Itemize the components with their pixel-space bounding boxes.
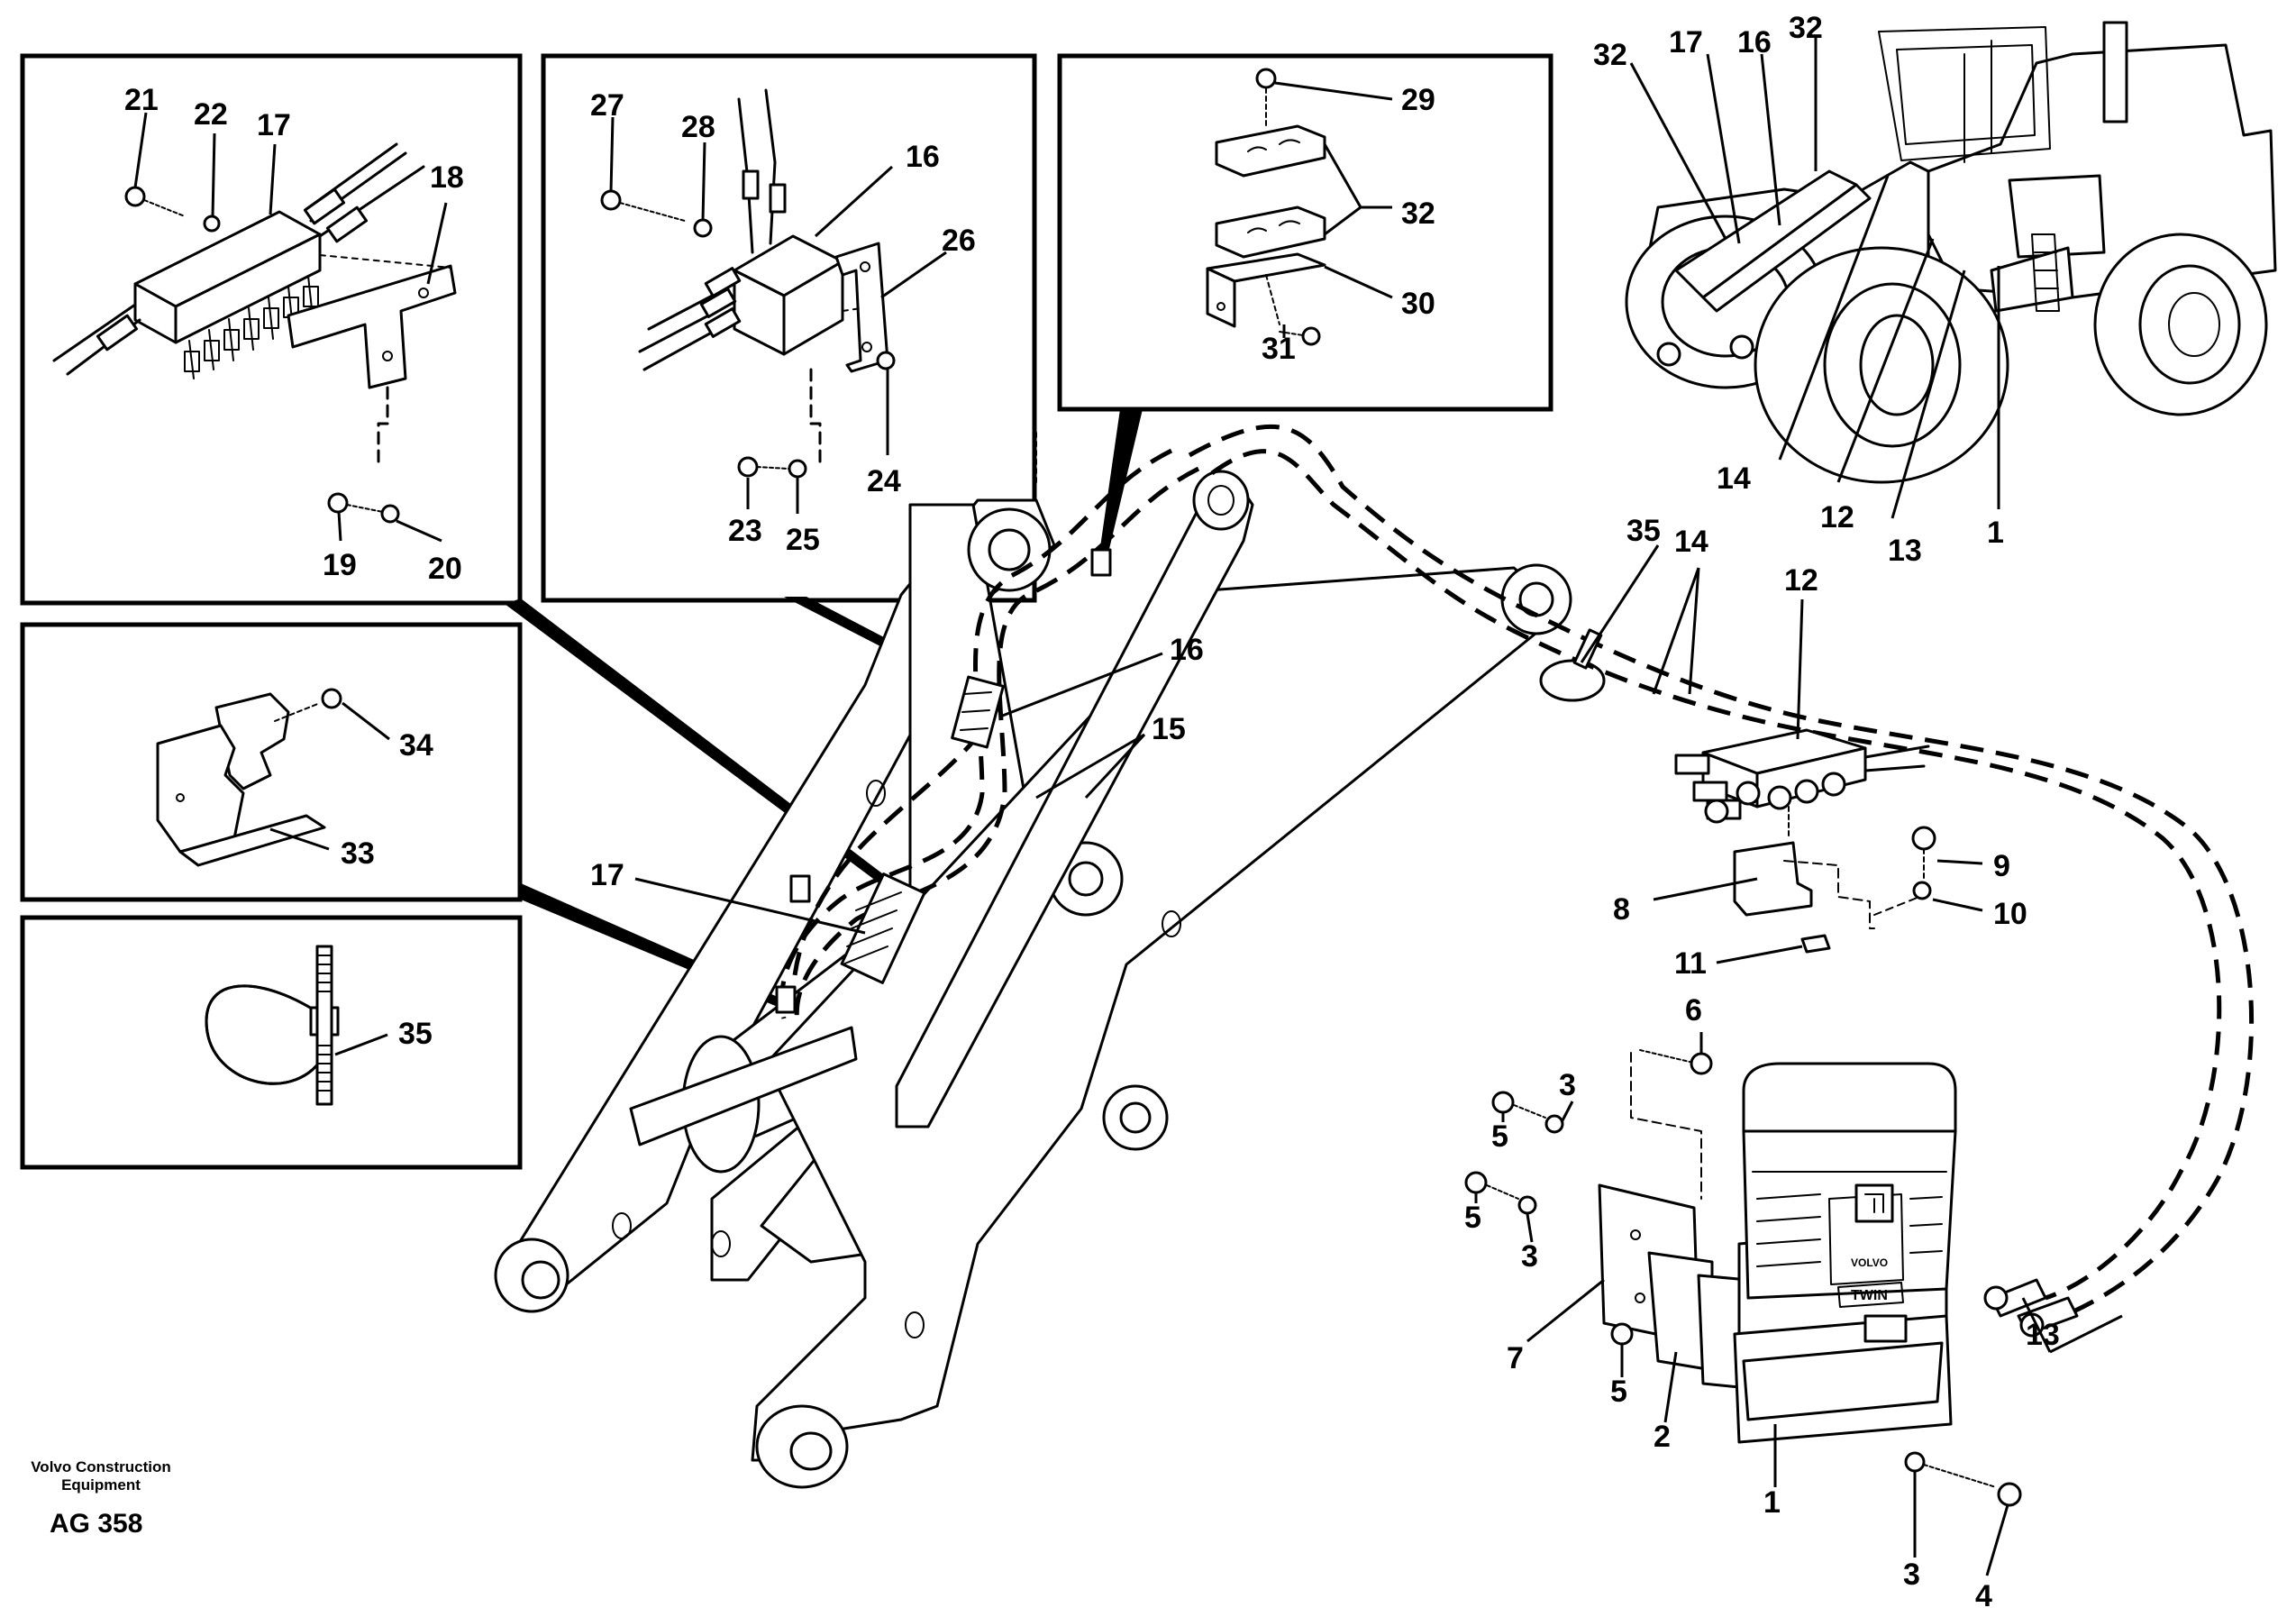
machine-callout-13: 13 <box>1888 534 1922 568</box>
callout-20: 20 <box>428 552 462 586</box>
lift-arm-drawing <box>494 470 1572 1489</box>
callout-16: 16 <box>906 140 940 174</box>
boom-callout-15: 15 <box>1152 712 1186 746</box>
callout-19: 19 <box>323 548 357 582</box>
footer-company-line1: Volvo Construction <box>31 1458 171 1475</box>
callout-26: 26 <box>942 224 976 258</box>
callout-22: 22 <box>194 97 228 132</box>
cable-tie-on-hose <box>1539 628 1606 702</box>
machine-callout-32-left: 32 <box>1593 38 1627 72</box>
right-callout-14: 14 <box>1674 525 1708 559</box>
inset-box-hose-clamp-29-32 <box>1057 53 1553 412</box>
bracket-8-drawing <box>1733 826 1936 954</box>
unit-model-text: TWIN <box>1851 1288 1888 1303</box>
inset-box-distributor-16 <box>541 53 1037 603</box>
callouts-lube-unit: 6 3 5 5 3 7 5 2 1 13 3 4 <box>1464 993 2123 1613</box>
pointer-wedge-clamp <box>1098 409 1143 568</box>
wheel-loader-drawing <box>1625 21 2277 484</box>
callouts-machine: 32 17 16 32 14 12 13 1 <box>1593 11 2004 568</box>
footer-company-line2: Equipment <box>61 1476 141 1494</box>
boom-clamp-mid <box>789 874 811 903</box>
callouts-inset-16: 27 28 16 26 23 25 24 <box>590 88 976 557</box>
machine-callout-17: 17 <box>1669 25 1703 59</box>
boom-clamp-top <box>1090 548 1112 577</box>
callout-32: 32 <box>1401 196 1435 231</box>
callouts-inset-33: 34 33 <box>269 701 433 871</box>
boom-distributor-17 <box>840 872 926 984</box>
callout-33: 33 <box>341 836 375 871</box>
machine-callout-14: 14 <box>1717 461 1751 496</box>
callouts-inset-clamp: 29 32 30 31 <box>1262 81 1435 366</box>
boom-clamp-low <box>775 985 797 1014</box>
lube-unit-drawing: VOLVO TWIN <box>1464 1049 2079 1507</box>
lube-callout-1: 1 <box>1763 1485 1781 1520</box>
lube-callout-4: 4 <box>1975 1579 1992 1613</box>
callout-28: 28 <box>681 110 715 144</box>
unit-brand-text: VOLVO <box>1851 1256 1888 1269</box>
lube-callout-6: 6 <box>1685 993 1702 1028</box>
right-callout-35: 35 <box>1626 514 1661 548</box>
callout-23: 23 <box>728 514 762 548</box>
callout-29: 29 <box>1401 83 1435 117</box>
machine-callout-16: 16 <box>1737 25 1772 59</box>
callout-24: 24 <box>867 464 901 498</box>
distributor-12-drawing <box>1674 728 1930 839</box>
clamp-33-drawing <box>156 688 342 867</box>
hose-clamp-drawing <box>1206 68 1362 346</box>
callouts-right-upper: 35 14 12 9 8 10 11 <box>1580 514 2027 981</box>
machine-callout-32-right: 32 <box>1789 11 1823 45</box>
lube-callout-7: 7 <box>1507 1341 1524 1375</box>
callout-35: 35 <box>398 1017 433 1051</box>
cable-tie-35-drawing <box>205 945 340 1106</box>
callouts-inset-17: 21 22 17 18 19 20 <box>124 83 464 586</box>
callout-30: 30 <box>1401 287 1435 321</box>
lube-callout-5-mid: 5 <box>1464 1201 1481 1235</box>
lube-callout-5-top: 5 <box>1491 1119 1508 1154</box>
callout-34: 34 <box>399 728 433 763</box>
right-callout-9: 9 <box>1993 849 2010 883</box>
footer-block: Volvo Construction Equipment AG 358 <box>31 1458 171 1539</box>
inset-box-cable-tie-35 <box>20 915 523 1170</box>
machine-callout-12: 12 <box>1820 500 1854 534</box>
right-callout-11: 11 <box>1674 946 1707 981</box>
callout-17: 17 <box>257 108 291 142</box>
callouts-boom: 16 15 17 <box>590 633 1204 935</box>
callouts-inset-35: 35 <box>334 1017 433 1056</box>
callout-18: 18 <box>430 160 464 195</box>
callout-25: 25 <box>786 523 820 557</box>
distributor-16-drawing <box>600 88 1037 488</box>
boom-distributor-16 <box>951 675 1005 749</box>
lube-callout-3-mid: 3 <box>1521 1239 1538 1274</box>
lube-callout-3-low: 3 <box>1903 1558 1920 1592</box>
callout-21: 21 <box>124 83 159 117</box>
right-callout-8: 8 <box>1613 892 1630 927</box>
footer-figure-code: AG 358 <box>50 1509 142 1539</box>
callout-31: 31 <box>1262 332 1296 366</box>
machine-callout-1: 1 <box>1987 516 2004 550</box>
lube-callout-3-top: 3 <box>1559 1068 1576 1102</box>
inset-box-distributor-17 <box>20 53 523 606</box>
right-callout-12: 12 <box>1784 563 1818 598</box>
callout-27: 27 <box>590 88 624 123</box>
lube-callout-5-low: 5 <box>1610 1375 1627 1409</box>
lube-callout-13: 13 <box>2026 1318 2060 1352</box>
boom-callout-16: 16 <box>1170 633 1204 667</box>
boom-callout-17: 17 <box>590 858 624 892</box>
inset-box-clamp-33-34 <box>20 622 523 902</box>
right-callout-10: 10 <box>1993 897 2027 931</box>
distributor-17-drawing <box>52 142 457 524</box>
lube-callout-2: 2 <box>1654 1420 1671 1454</box>
